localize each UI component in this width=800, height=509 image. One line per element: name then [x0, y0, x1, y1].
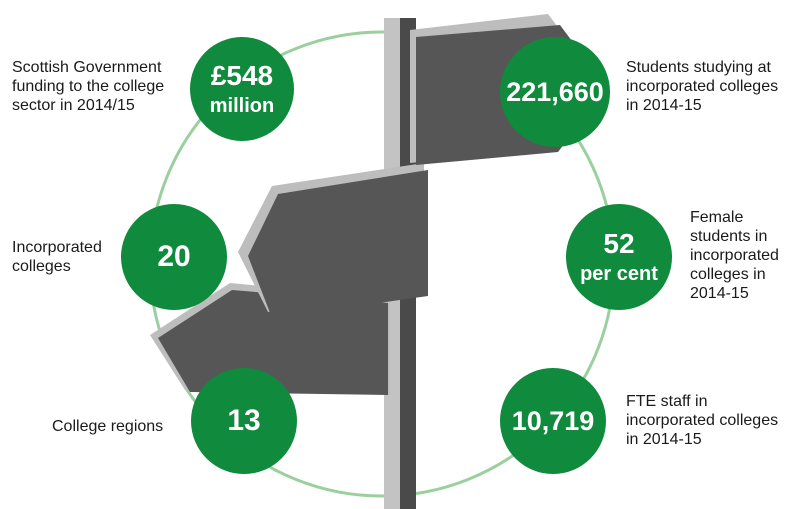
sign-board-lower-left: [150, 283, 390, 395]
stat-unit-funding: million: [209, 94, 275, 117]
stat-value-funding: £548: [210, 60, 274, 92]
stat-unit-female: per cent: [580, 262, 658, 285]
stat-label-students: Students studying at incorporated colleg…: [626, 59, 779, 114]
stat-bubble-female: 52 per cent: [566, 204, 672, 310]
stat-bubble-regions: 13: [191, 368, 297, 474]
stat-label-regions: College regions: [52, 418, 164, 435]
stat-label-colleges: Incorporated colleges: [12, 239, 102, 275]
stat-value-students: 221,660: [506, 76, 604, 107]
stat-bubble-staff: 10,719: [500, 368, 606, 474]
stat-label-staff: FTE staff in incorporated colleges in 20…: [626, 393, 779, 448]
stat-label-female: Female students in incorporated colleges…: [690, 209, 779, 302]
stat-bubble-colleges: 20: [121, 204, 227, 310]
stat-value-staff: 10,719: [511, 405, 595, 436]
stat-value-colleges: 20: [157, 240, 191, 274]
stat-label-funding: Scottish Government funding to the colle…: [12, 59, 165, 114]
stat-bubble-funding: £548 million: [190, 37, 294, 141]
stat-value-regions: 13: [227, 404, 261, 438]
stat-bubble-students: 221,660: [500, 37, 610, 147]
sign-board-middle-left: [238, 163, 428, 318]
stat-value-female: 52: [603, 228, 635, 260]
